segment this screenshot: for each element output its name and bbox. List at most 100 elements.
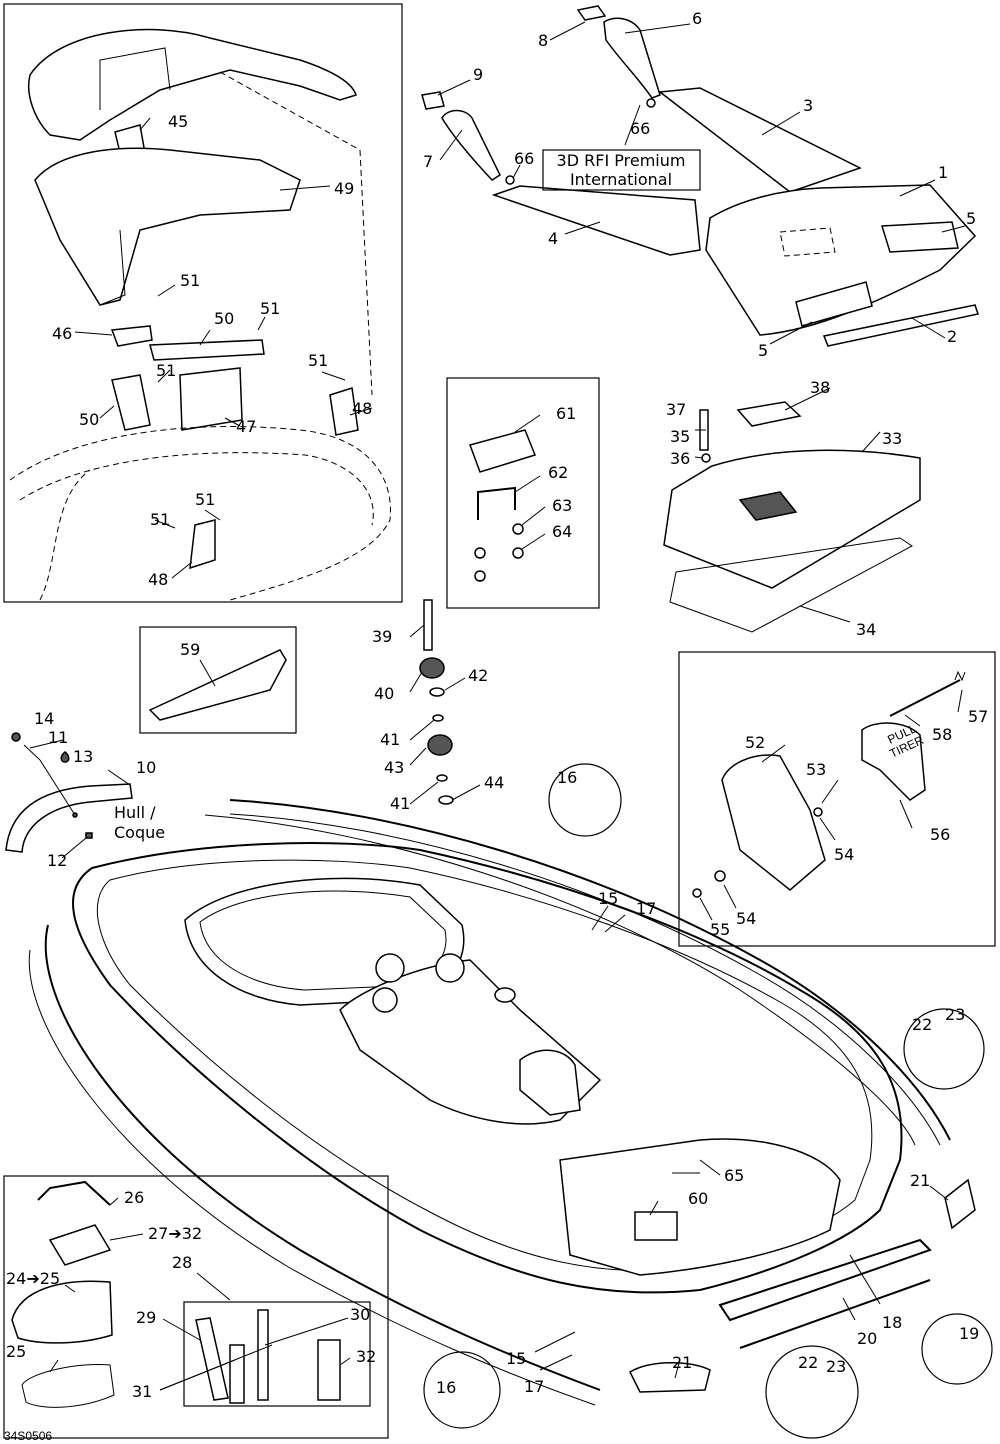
cover-52 — [721, 754, 826, 891]
callout-46: 46 — [52, 324, 72, 343]
cupholder-2 — [435, 953, 465, 983]
callout-21-bottom: 21 — [672, 1353, 692, 1372]
callout-11: 11 — [48, 728, 68, 747]
rail-15-17-top-inner — [229, 813, 941, 1146]
callout-24-25: 24➔25 — [6, 1269, 60, 1288]
seat-dash-guide — [219, 71, 361, 151]
callout-10: 10 — [136, 758, 156, 777]
dot-hull — [72, 812, 78, 818]
callout-9: 9 — [473, 65, 483, 84]
toolkit-inset — [11, 1180, 371, 1408]
callout-45: 45 — [168, 112, 188, 131]
deck-outline — [72, 842, 903, 1294]
callout-65: 65 — [724, 1166, 744, 1185]
callout-52: 52 — [745, 733, 765, 752]
sleeve-27 — [48, 1224, 112, 1266]
rod-58 — [889, 679, 961, 717]
handle-61 — [469, 429, 536, 473]
callout-15-bottom: 15 — [506, 1349, 526, 1368]
callout-44: 44 — [484, 773, 504, 792]
detail-circle-22-23-bottom — [765, 1345, 859, 1439]
callout-23-right: 23 — [945, 1005, 965, 1024]
rail-20 — [739, 1279, 931, 1349]
handle-recess — [519, 1049, 581, 1116]
model-box-line1: 3D RFI Premium — [557, 151, 686, 170]
pad-9 — [421, 91, 445, 110]
callout-19: 19 — [959, 1324, 979, 1343]
callout-13: 13 — [73, 747, 93, 766]
callout-23-bottom: 23 — [826, 1357, 846, 1376]
callout-16-top: 16 — [557, 768, 577, 787]
model-box-line2: International — [570, 170, 672, 189]
bracket-59 — [148, 649, 287, 721]
hull-deck — [72, 842, 903, 1294]
strip-2 — [822, 304, 979, 347]
callout-51-d: 51 — [308, 351, 328, 370]
callout-50-left: 50 — [79, 410, 99, 429]
washer-44 — [438, 795, 454, 805]
pad-7 — [441, 109, 501, 181]
fastener-66-a — [646, 98, 656, 108]
nut-63-a — [474, 547, 486, 559]
callout-4: 4 — [548, 229, 558, 248]
callout-51-a: 51 — [180, 271, 200, 290]
model-box — [542, 149, 701, 191]
deck-mat-1 — [705, 184, 977, 336]
callout-41-a: 41 — [380, 730, 400, 749]
callout-60: 60 — [688, 1189, 708, 1208]
callout-1: 1 — [938, 163, 948, 182]
callout-59: 59 — [180, 640, 200, 659]
callout-17-top: 17 — [636, 899, 656, 918]
callout-22-bottom: 22 — [798, 1353, 818, 1372]
callout-66-b: 66 — [514, 149, 534, 168]
callout-6: 6 — [692, 9, 702, 28]
pad-3 — [658, 87, 862, 193]
nut-55 — [692, 888, 702, 898]
bracket-47 — [179, 367, 243, 431]
washer-54-b — [714, 870, 726, 882]
strap-26 — [37, 1180, 111, 1206]
spring-57 — [954, 670, 966, 682]
hull-deck-outline-dashed-3 — [39, 469, 91, 601]
bumper-21-right — [944, 1178, 976, 1230]
callout-54-a: 54 — [834, 845, 854, 864]
seat-dash-guide-2 — [359, 149, 373, 396]
pad-5-right — [881, 221, 959, 253]
callout-51-e: 51 — [195, 490, 215, 509]
seat-upper — [28, 28, 357, 141]
handle-inset — [469, 429, 536, 582]
callout-48-right: 48 — [352, 399, 372, 418]
callout-50-top: 50 — [214, 309, 234, 328]
callout-8: 8 — [538, 31, 548, 50]
nut-64-a — [474, 570, 486, 582]
nut-63-b — [512, 523, 524, 535]
seat-upper-face — [99, 47, 171, 110]
callout-41-b: 41 — [390, 794, 410, 813]
inset-frame-seat — [3, 3, 403, 603]
pad-8 — [576, 5, 607, 21]
leader-lines — [29, 21, 966, 1391]
callout-28: 28 — [172, 1253, 192, 1272]
hull-side-parts — [5, 732, 133, 853]
screw-14 — [11, 732, 21, 742]
deck-pads — [421, 5, 979, 347]
callout-58: 58 — [932, 725, 952, 744]
bracket-48-right — [329, 387, 359, 436]
callout-5-bottom: 5 — [758, 341, 768, 360]
callout-33: 33 — [882, 429, 902, 448]
side-rails — [28, 799, 976, 1406]
callout-3: 3 — [803, 96, 813, 115]
callout-29: 29 — [136, 1308, 156, 1327]
callout-49: 49 — [334, 179, 354, 198]
gasket-25 — [21, 1363, 115, 1408]
callout-21-right: 21 — [910, 1171, 930, 1190]
hull-deck-outline-dashed-2 — [19, 452, 374, 526]
screw-12 — [85, 832, 93, 839]
inset-frame-starter-cover — [678, 651, 996, 947]
tool-pouch-28 — [183, 1301, 371, 1407]
callout-37: 37 — [666, 400, 686, 419]
callout-2: 2 — [947, 327, 957, 346]
bracket-46 — [110, 325, 153, 347]
rail-top-lower — [204, 814, 916, 1146]
callout-12: 12 — [47, 851, 67, 870]
